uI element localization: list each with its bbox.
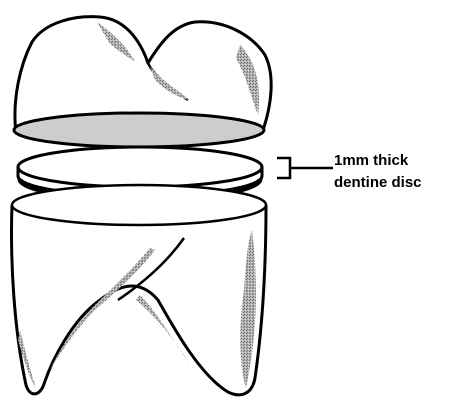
thickness-bracket [277, 158, 290, 178]
tooth-crown [14, 17, 271, 147]
crown-cut-surface [14, 113, 264, 147]
root-cut-surface [12, 185, 266, 225]
disc-top-face [18, 147, 262, 187]
callout-label-line2: dentine disc [334, 174, 422, 192]
tooth-root [12, 185, 266, 395]
callout-label-line1: 1mm thick [334, 152, 408, 170]
thickness-callout [277, 158, 333, 178]
